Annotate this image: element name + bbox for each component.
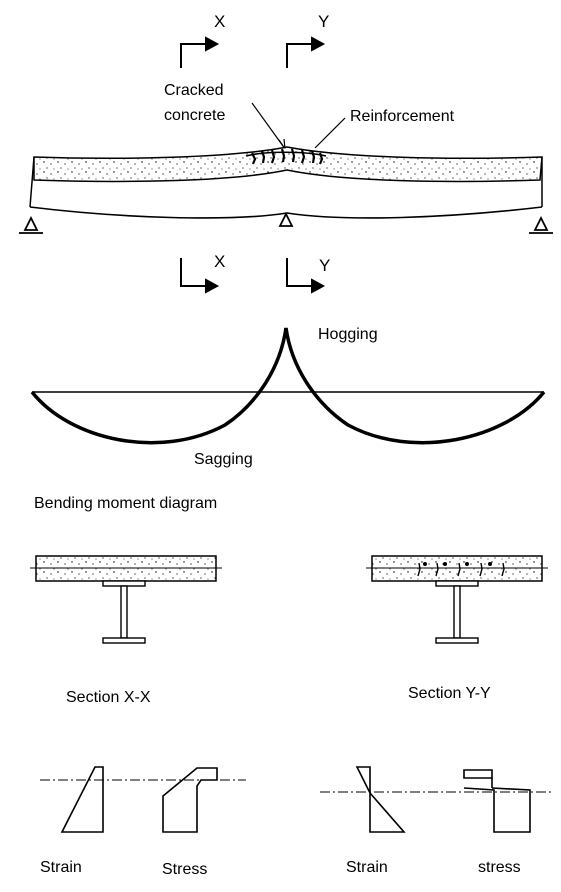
strain-label-right: Strain <box>346 859 388 876</box>
leader-lines <box>251 102 346 150</box>
section-xx-bottom-flange <box>102 637 146 644</box>
steel-beam-bottom <box>29 206 543 219</box>
section-arrow-x-bottom <box>180 258 220 294</box>
section-arrow-x-top <box>180 36 220 68</box>
section-arrow-y-top <box>286 36 326 68</box>
bending-moment-diagram <box>30 327 546 445</box>
section-yy-web <box>453 585 461 639</box>
reinforcement-label: Reinforcement <box>350 108 455 125</box>
reinforcement-bar <box>245 151 327 157</box>
section-yy-bottom-flange <box>435 637 479 644</box>
cracked-concrete-label-2: concrete <box>164 107 225 124</box>
stress-label-right: stress <box>478 859 521 876</box>
section-yy-cracks <box>417 562 505 577</box>
deflected-beam <box>29 146 543 219</box>
strain-diagram-right <box>355 766 406 833</box>
bmd-caption: Bending moment diagram <box>34 495 217 512</box>
section-xx-top-flange <box>102 580 146 587</box>
section-xx-label: Section X-X <box>66 689 151 706</box>
section-yy-rebars <box>423 562 492 566</box>
section-mark-x-top: X <box>214 12 225 31</box>
hogging-label: Hogging <box>318 326 378 343</box>
section-mark-y-top: Y <box>318 12 329 31</box>
strain-label-left: Strain <box>40 859 82 876</box>
bmd-curve <box>30 327 546 445</box>
section-mark-y-bottom: Y <box>319 256 330 275</box>
stress-diagram-left <box>162 767 218 833</box>
section-xx <box>30 555 222 644</box>
strain-diagram-left <box>60 766 104 833</box>
section-yy <box>366 555 548 644</box>
section-xx-web <box>120 585 128 639</box>
support-left <box>19 215 43 234</box>
stress-diagram-right <box>463 769 531 833</box>
stress-label-left: Stress <box>162 861 207 878</box>
support-middle <box>278 211 294 227</box>
section-yy-label: Section Y-Y <box>408 685 491 702</box>
section-yy-top-flange <box>435 580 479 587</box>
concrete-slab <box>33 146 543 183</box>
cracked-concrete-label: Cracked <box>164 82 224 99</box>
section-arrow-y-bottom <box>286 258 326 294</box>
section-mark-x-bottom: X <box>214 252 225 271</box>
support-right <box>529 215 553 234</box>
sagging-label: Sagging <box>194 451 253 468</box>
